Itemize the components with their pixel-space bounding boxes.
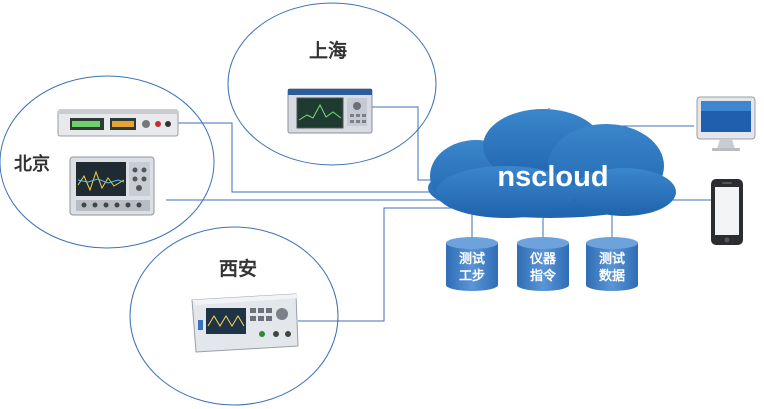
site-label-xian: 西安 — [219, 257, 257, 280]
storage-label: 仪器 — [529, 252, 557, 267]
storage-label: 数据 — [599, 268, 625, 284]
site-ellipse — [227, 2, 437, 166]
storage-label: 指令 — [530, 268, 557, 284]
storage-label: 测试 — [459, 251, 485, 267]
oscilloscope-icon — [69, 156, 155, 216]
connector-xian — [298, 207, 465, 322]
function-generator-icon — [191, 293, 300, 353]
signal-analyzer-icon — [287, 88, 373, 134]
site-label-shanghai: 上海 — [309, 39, 347, 62]
site-xian: 西安 — [129, 226, 339, 406]
cloud-label: nscloud — [497, 161, 608, 193]
site-ellipse — [0, 75, 215, 249]
storage-test-data: 测试 数据 — [586, 237, 638, 291]
site-ellipse — [129, 226, 339, 406]
storage-label: 工步 — [459, 268, 485, 284]
cloud-shape — [428, 109, 676, 218]
storage-test-steps: 测试 工步 — [446, 237, 498, 291]
cloud-service: nscloud — [428, 109, 676, 218]
dc-power-supply-icon — [57, 109, 179, 137]
site-shanghai: 上海 — [227, 2, 437, 166]
site-label-beijing: 北京 — [14, 153, 50, 175]
site-beijing: 北京 — [0, 75, 215, 249]
smartphone-icon — [711, 179, 743, 245]
connector-beijing-psu — [178, 122, 460, 193]
storage-instrument-commands: 仪器 指令 — [517, 237, 569, 291]
storage-label: 测试 — [599, 251, 625, 267]
desktop-monitor-icon — [696, 96, 756, 151]
